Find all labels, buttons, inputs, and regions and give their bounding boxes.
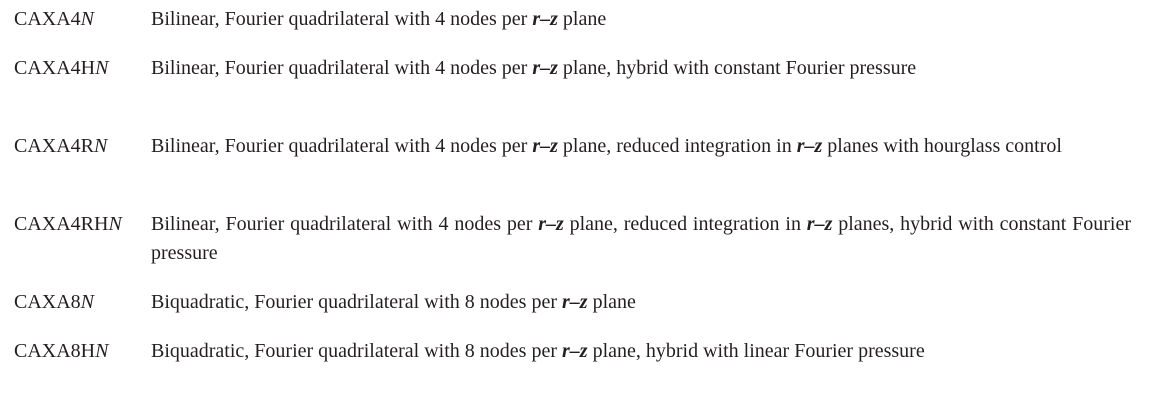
element-description: Bilinear, Fourier quadrilateral with 4 n… (151, 135, 1062, 157)
element-code: CAXA8N (14, 291, 95, 313)
element-description: Bilinear, Fourier quadrilateral with 4 n… (151, 57, 917, 79)
element-row-caxa4rn: CAXA4RN Bilinear, Fourier quadrilateral … (0, 132, 1165, 161)
element-description: Biquadratic, Fourier quadrilateral with … (151, 291, 636, 313)
element-code: CAXA4RN (14, 135, 108, 157)
element-row-caxa4n: CAXA4N Bilinear, Fourier quadrilateral w… (0, 5, 1165, 34)
element-row-caxa4rhn: CAXA4RHN Bilinear, Fourier quadrilateral… (0, 210, 1165, 268)
element-code: CAXA4RHN (14, 213, 122, 235)
element-code: CAXA4HN (14, 57, 109, 79)
element-description: Biquadratic, Fourier quadrilateral with … (151, 340, 925, 362)
element-row-caxa4hn: CAXA4HN Bilinear, Fourier quadrilateral … (0, 54, 1165, 83)
element-row-caxa8n: CAXA8N Biquadratic, Fourier quadrilatera… (0, 288, 1165, 317)
element-description: Bilinear, Fourier quadrilateral with 4 n… (151, 8, 607, 30)
element-code: CAXA8HN (14, 340, 109, 362)
element-code: CAXA4N (14, 8, 95, 30)
element-description: Bilinear, Fourier quadrilateral with 4 n… (151, 213, 1131, 264)
element-row-caxa8hn: CAXA8HN Biquadratic, Fourier quadrilater… (0, 337, 1165, 366)
